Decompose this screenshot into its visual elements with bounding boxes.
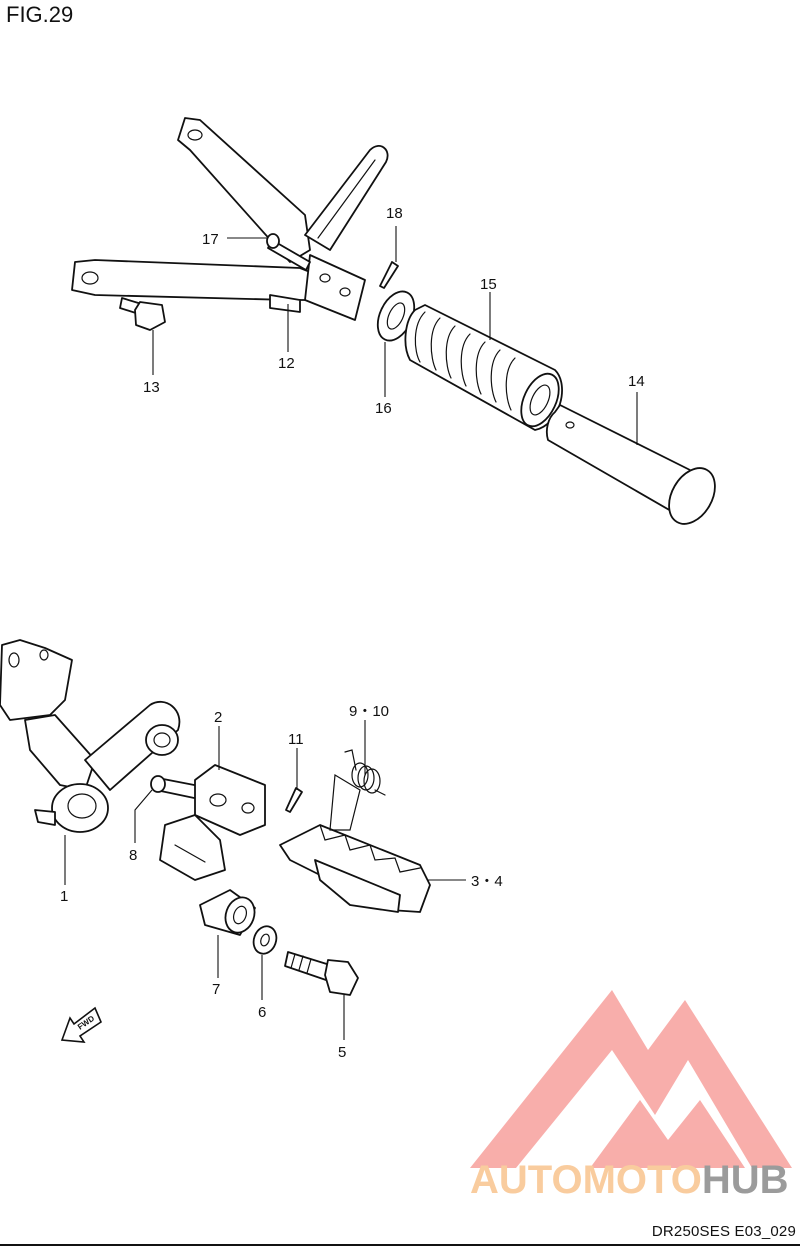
callout-11: 11 — [288, 731, 304, 748]
callout-17: 17 — [202, 231, 219, 248]
part-6-washer — [252, 925, 278, 955]
part-15-footrest-rubber — [404, 304, 563, 431]
callout-13: 13 — [143, 379, 160, 396]
callout-labels: 18 17 15 12 13 16 14 2 9・10 11 8 1 3・4 7… — [60, 205, 645, 1061]
callout-5: 5 — [338, 1044, 346, 1061]
watermark-m-logo — [470, 990, 792, 1168]
callout-2: 2 — [214, 709, 222, 726]
svg-text:AUTOMOTOHUB: AUTOMOTOHUB — [470, 1158, 789, 1202]
callout-8: 8 — [129, 847, 137, 864]
callout-18: 18 — [386, 205, 403, 222]
callout-3-4: 3・4 — [471, 873, 503, 890]
callout-7: 7 — [212, 981, 220, 998]
part-3-4-footrest — [279, 773, 431, 913]
leader-lines — [64, 226, 638, 1040]
watermark-logo: AUTOMOTOHUB — [470, 990, 792, 1202]
fwd-arrow-icon — [60, 1006, 102, 1043]
callout-15: 15 — [480, 276, 497, 293]
callout-6: 6 — [258, 1004, 266, 1021]
callout-14: 14 — [628, 373, 645, 390]
callout-1: 1 — [60, 888, 68, 905]
part-7-collar — [199, 889, 256, 936]
callout-12: 12 — [278, 355, 295, 372]
callout-16: 16 — [375, 400, 392, 417]
bottom-rule — [0, 1244, 800, 1246]
part-13-bolt — [119, 297, 166, 331]
part-9-10-spring — [344, 749, 386, 796]
fwd-arrow: FWD — [60, 1006, 102, 1043]
part-11-cotter-pin — [285, 787, 303, 813]
watermark-text-hub: HUB — [702, 1158, 789, 1202]
part-17-pin — [266, 233, 311, 271]
part-2-bracket — [159, 764, 266, 881]
part-5-bolt — [284, 951, 359, 996]
figure-title: FIG.29 — [6, 2, 74, 27]
callout-9-10: 9・10 — [349, 703, 389, 720]
part-18-cotter-pin — [379, 261, 399, 289]
watermark-text-automoto: AUTOMOTO — [470, 1158, 702, 1202]
part-12-bracket — [71, 117, 389, 321]
part-14-footrest-pin — [545, 404, 716, 525]
part-1-footrest-bracket — [0, 639, 181, 833]
figure-code: DR250SES E03_029 — [651, 1223, 796, 1240]
